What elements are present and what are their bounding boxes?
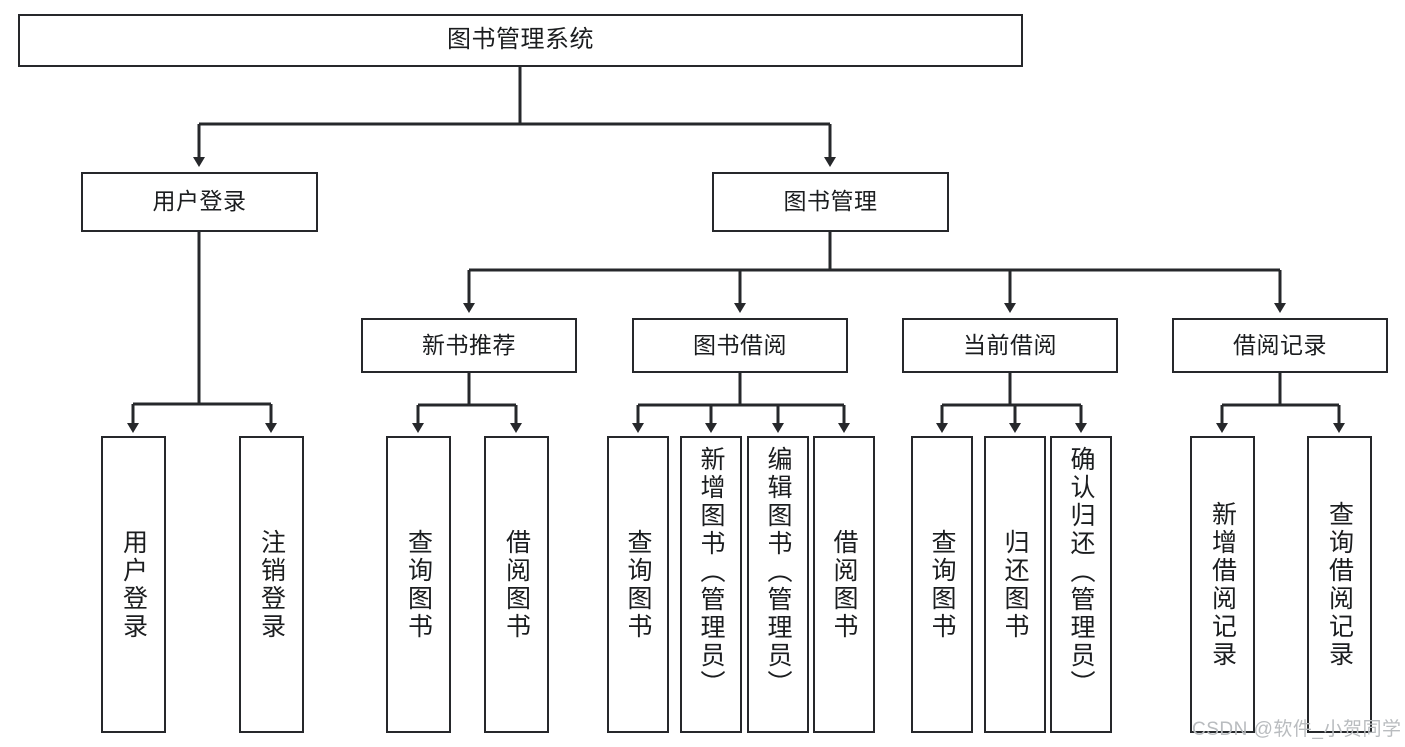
node-current-borrow[interactable]: 当前借阅 xyxy=(902,318,1118,373)
node-leaf-query-borrow-record[interactable]: 查询借阅记录 xyxy=(1307,436,1372,733)
node-leaf-confirm-return-admin-label: 确认归还（管理员） xyxy=(1067,446,1095,698)
node-leaf-query-book-2[interactable]: 查询图书 xyxy=(607,436,669,733)
node-leaf-borrow-book-2[interactable]: 借阅图书 xyxy=(813,436,875,733)
node-leaf-query-borrow-record-label: 查询借阅记录 xyxy=(1325,500,1354,669)
node-current-borrow-label: 当前借阅 xyxy=(963,331,1057,358)
node-leaf-add-borrow-record-label: 新增借阅记录 xyxy=(1208,500,1237,669)
node-leaf-query-book-1-label: 查询图书 xyxy=(404,528,433,641)
node-leaf-query-book-2-label: 查询图书 xyxy=(624,528,652,641)
node-leaf-borrow-book-1[interactable]: 借阅图书 xyxy=(484,436,549,733)
node-new-book-recommend-label: 新书推荐 xyxy=(422,331,516,358)
node-leaf-edit-book-admin[interactable]: 编辑图书（管理员） xyxy=(747,436,809,733)
node-book-borrow[interactable]: 图书借阅 xyxy=(632,318,848,373)
node-root-label: 图书管理系统 xyxy=(447,26,594,54)
node-leaf-user-login[interactable]: 用户登录 xyxy=(101,436,166,733)
node-borrow-record-label: 借阅记录 xyxy=(1233,331,1327,358)
node-leaf-return-book-label: 归还图书 xyxy=(1001,528,1029,641)
node-new-book-recommend[interactable]: 新书推荐 xyxy=(361,318,577,373)
node-leaf-query-book-3-label: 查询图书 xyxy=(928,528,956,641)
node-leaf-borrow-book-1-label: 借阅图书 xyxy=(502,528,531,641)
node-leaf-logout-login[interactable]: 注销登录 xyxy=(239,436,304,733)
node-user-login[interactable]: 用户登录 xyxy=(81,172,318,232)
node-leaf-add-borrow-record[interactable]: 新增借阅记录 xyxy=(1190,436,1255,733)
node-leaf-user-login-label: 用户登录 xyxy=(119,528,148,641)
node-leaf-add-book-admin-label: 新增图书（管理员） xyxy=(697,446,725,698)
node-leaf-query-book-3[interactable]: 查询图书 xyxy=(911,436,973,733)
node-leaf-edit-book-admin-label: 编辑图书（管理员） xyxy=(764,446,792,698)
node-leaf-confirm-return-admin[interactable]: 确认归还（管理员） xyxy=(1050,436,1112,733)
node-leaf-add-book-admin[interactable]: 新增图书（管理员） xyxy=(680,436,742,733)
node-book-borrow-label: 图书借阅 xyxy=(693,331,787,358)
node-leaf-logout-login-label: 注销登录 xyxy=(257,528,286,641)
node-leaf-borrow-book-2-label: 借阅图书 xyxy=(830,528,858,641)
node-root[interactable]: 图书管理系统 xyxy=(18,14,1023,67)
node-leaf-query-book-1[interactable]: 查询图书 xyxy=(386,436,451,733)
node-user-login-label: 用户登录 xyxy=(152,188,247,215)
node-borrow-record[interactable]: 借阅记录 xyxy=(1172,318,1388,373)
watermark-text: CSDN @软件_小贺同学 xyxy=(1192,719,1402,740)
node-book-manage-label: 图书管理 xyxy=(783,188,878,215)
node-book-manage[interactable]: 图书管理 xyxy=(712,172,949,232)
node-leaf-return-book[interactable]: 归还图书 xyxy=(984,436,1046,733)
